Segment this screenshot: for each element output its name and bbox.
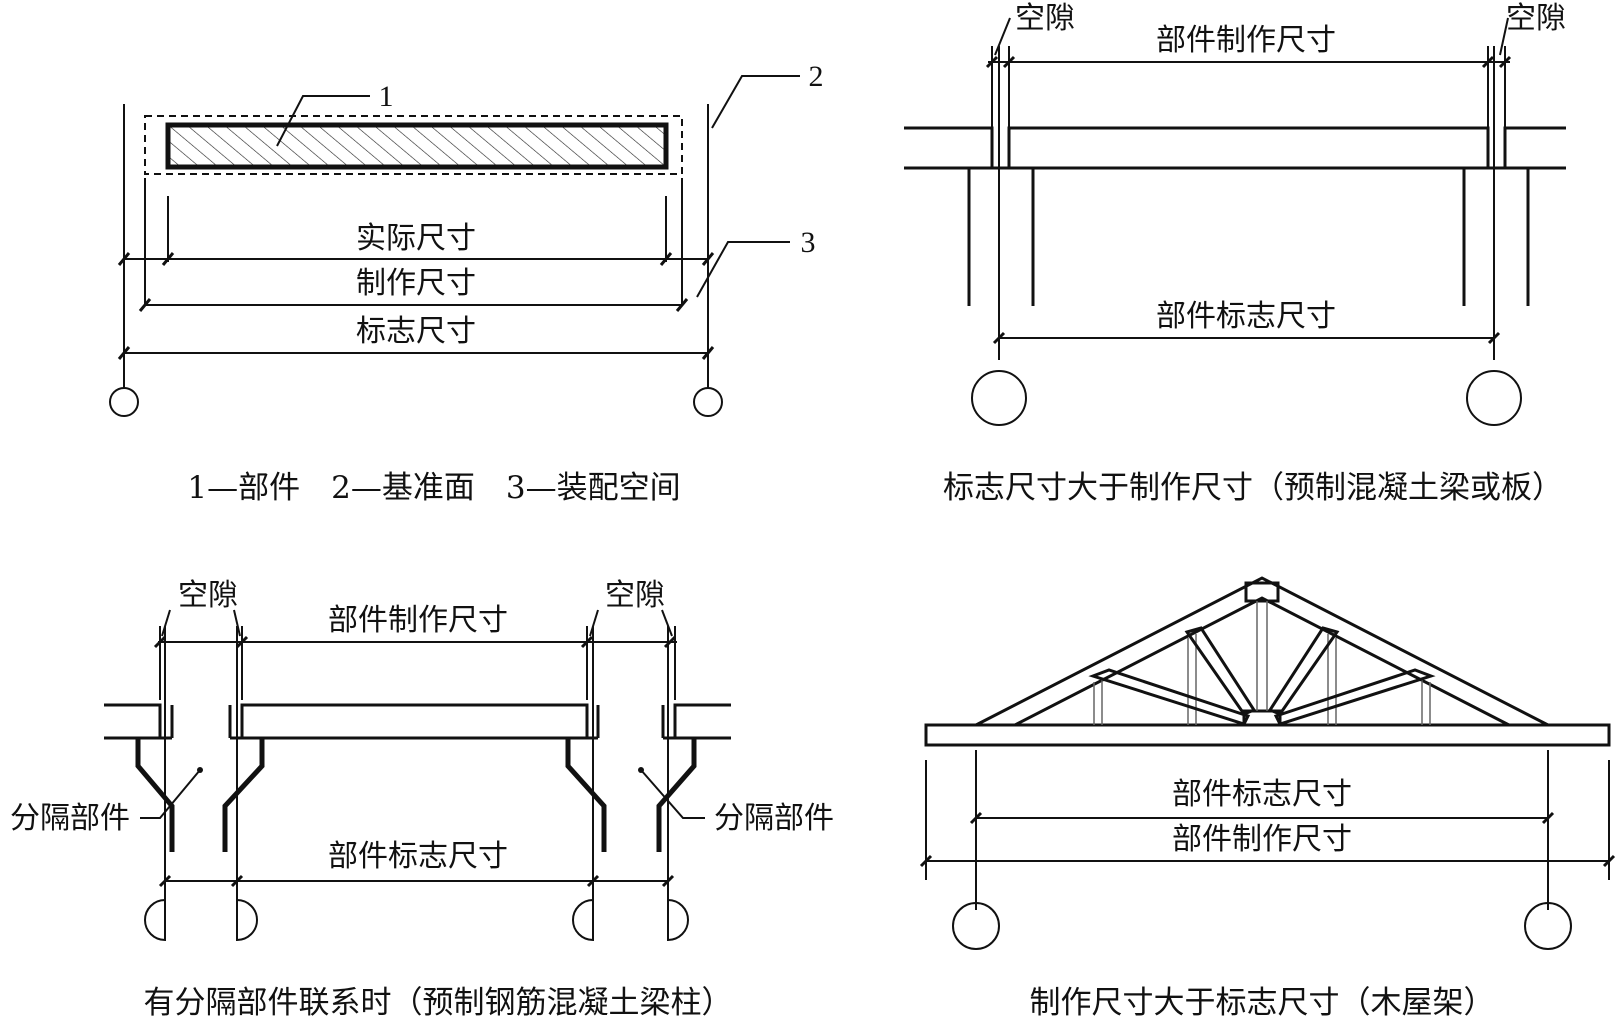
gap-leader (589, 609, 599, 637)
gap-leader (233, 609, 241, 637)
gap-leader (1499, 17, 1509, 56)
callout-2: 2 (809, 60, 824, 93)
label-nominal-dimension: 部件标志尺寸 (1172, 777, 1352, 812)
truss-bottom-block (1242, 709, 1282, 727)
dim-tick (701, 252, 715, 266)
truss-brace (1088, 668, 1251, 726)
label-fabrication-dimension: 部件制作尺寸 (328, 603, 508, 638)
dim-tick (138, 298, 152, 312)
separator-column-right-b (656, 738, 697, 852)
dim-tick (586, 874, 600, 888)
grid-axis-half-circle (572, 898, 594, 942)
adjacent-slab-right (1503, 126, 1566, 170)
dim-tick (153, 635, 167, 649)
component-hatched (165, 122, 669, 170)
dim-tick (919, 854, 933, 868)
grid-axis-half-circle (144, 898, 166, 942)
dim-tick (663, 635, 677, 649)
panel-with-separating-components: 空隙 空隙 部件制作尺寸 部件标志尺寸 分隔部件 分隔部件 有分隔部件联系时（预… (10, 578, 834, 1021)
grid-axis-half-circle (236, 898, 258, 942)
gap-leader (994, 17, 1011, 56)
dim-tick (969, 811, 983, 825)
dim-tick (675, 298, 689, 312)
truss-brace (1273, 668, 1436, 726)
grid-axis-circle-left (109, 387, 139, 417)
truss-bottom-chord (924, 723, 1611, 747)
leader-2 (711, 75, 800, 129)
dim-tick (158, 874, 172, 888)
label-fabrication-dimension: 部件制作尺寸 (1156, 23, 1336, 58)
precast-slab (1007, 126, 1490, 170)
truss-brace (1267, 626, 1340, 716)
truss-top-chord-inner (1014, 596, 1510, 727)
grid-axis-half-circle (667, 898, 689, 942)
grid-axis-circle-left (971, 370, 1027, 426)
grid-axis-circle-left (952, 902, 1000, 950)
dim-tick (117, 346, 131, 360)
label-separator-right: 分隔部件 (714, 801, 834, 836)
adjacent-beam-right (673, 703, 731, 740)
label-separator-left: 分隔部件 (10, 801, 130, 836)
grid-axis-circle-right (1524, 902, 1572, 950)
separator-column-left-a (135, 738, 175, 852)
dim-tick (1002, 55, 1016, 69)
caption-panel-1: 1—部件 2—基准面 3—装配空间 (187, 470, 680, 506)
truss-ridge-block (1244, 581, 1280, 603)
label-nominal-dimension: 部件标志尺寸 (328, 839, 508, 874)
gap-leader (661, 609, 673, 637)
dim-tick (230, 874, 244, 888)
caption-panel-3: 有分隔部件联系时（预制钢筋混凝土梁柱） (144, 985, 733, 1021)
label-nominal-dimension: 标志尺寸 (356, 314, 476, 349)
leader-3 (696, 241, 790, 298)
separator-leader-left (140, 769, 201, 819)
truss-top-chord-outer (975, 576, 1549, 727)
label-actual-dimension: 实际尺寸 (356, 221, 476, 256)
panel-fabrication-greater-than-nominal: 部件标志尺寸 部件制作尺寸 制作尺寸大于标志尺寸（木屋架） (919, 576, 1616, 1021)
caption-panel-2: 标志尺寸大于制作尺寸（预制混凝土梁或板） (943, 470, 1563, 506)
label-gap-left: 空隙 (1015, 1, 1075, 36)
dim-tick (117, 252, 131, 266)
dim-tick (661, 874, 675, 888)
label-fabrication-dimension: 部件制作尺寸 (1172, 822, 1352, 857)
grid-axis-circle-right (1466, 370, 1522, 426)
separator-leader-right (640, 769, 705, 819)
panel-component-dimensions: 实际尺寸 制作尺寸 标志尺寸 1 2 3 1—部件 2—基准面 3—装配空间 (109, 60, 824, 506)
label-nominal-dimension: 部件标志尺寸 (1156, 299, 1336, 334)
dim-tick (161, 252, 175, 266)
label-fabrication-dimension: 制作尺寸 (356, 266, 476, 301)
callout-1: 1 (379, 80, 394, 113)
grid-axis-circle-right (693, 387, 723, 417)
dim-tick (701, 346, 715, 360)
adjacent-slab-left (904, 126, 994, 170)
caption-panel-4: 制作尺寸大于标志尺寸（木屋架） (1030, 985, 1495, 1021)
leader-1 (276, 95, 370, 147)
dim-tick (580, 635, 594, 649)
adjacent-beam-left (104, 703, 162, 740)
separator-column-left-b (222, 738, 265, 852)
dim-tick (1541, 811, 1555, 825)
callout-3: 3 (801, 226, 816, 259)
dim-tick (1481, 55, 1495, 69)
dim-tick (659, 252, 673, 266)
dim-tick (985, 55, 999, 69)
precast-beam (240, 703, 589, 740)
label-gap-right: 空隙 (1506, 1, 1566, 36)
truss-brace (1184, 626, 1257, 716)
dim-tick (235, 635, 249, 649)
label-gap-right: 空隙 (605, 578, 665, 613)
dim-tick (1487, 331, 1501, 345)
label-gap-left: 空隙 (178, 578, 238, 613)
separator-column-right-a (565, 738, 607, 852)
panel-nominal-greater-than-fabrication: 空隙 空隙 部件制作尺寸 部件标志尺寸 标志尺寸大于制作尺寸（预制混凝土梁或板） (904, 1, 1566, 506)
dim-tick (992, 331, 1006, 345)
assembly-space-outline (144, 115, 683, 175)
dim-tick (1498, 55, 1512, 69)
dim-tick (1602, 854, 1616, 868)
gap-leader (161, 609, 171, 637)
